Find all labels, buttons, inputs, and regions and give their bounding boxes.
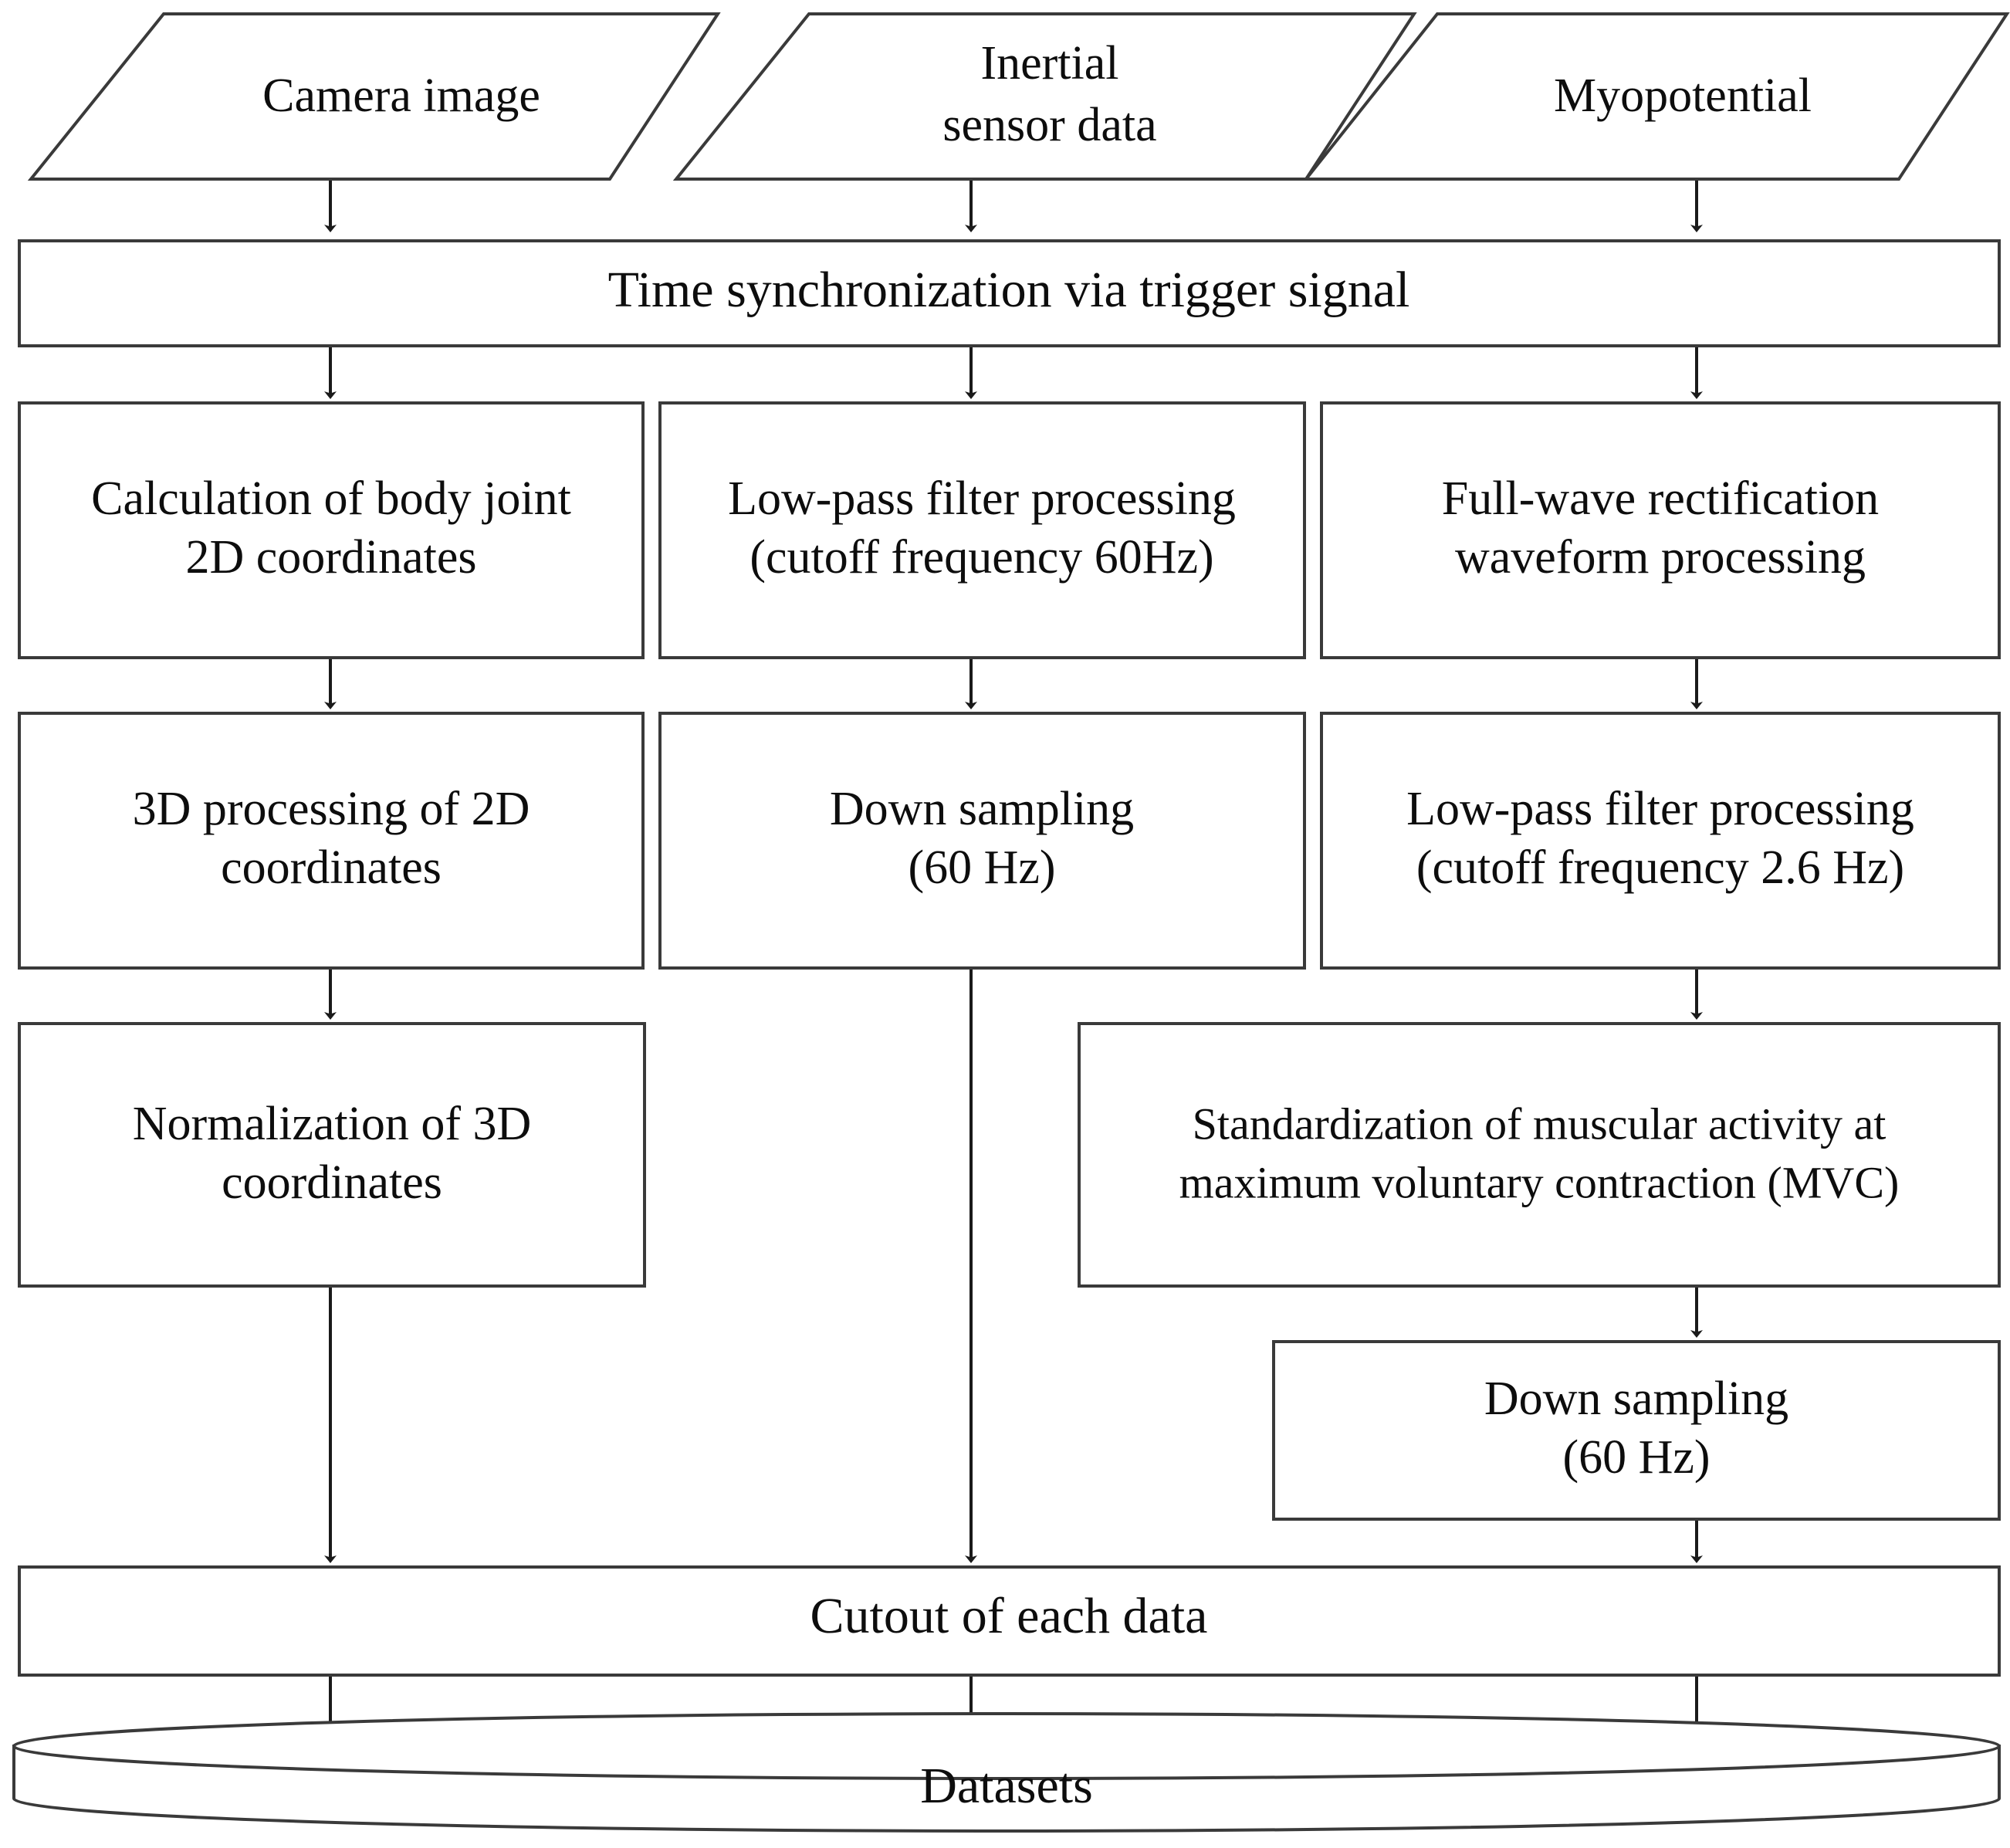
input-inertial-sensor-data[interactable]: Inertial sensor data xyxy=(672,12,1417,181)
rect-down-sampling-60hz-inertial xyxy=(658,712,1306,970)
cutout-each-data-label: Cutout of each data xyxy=(810,1588,1208,1644)
rect-normalization-3d xyxy=(18,1022,646,1288)
rect-full-wave-rectification xyxy=(1320,401,2001,659)
input-myopotential[interactable]: Myopotential xyxy=(1302,12,2010,181)
full-wave-rectification-label-line2: waveform processing xyxy=(1455,531,1866,584)
rect-down-sampling-60hz-myo xyxy=(1272,1340,2001,1521)
down-sampling-myo-label-line1: Down sampling xyxy=(1484,1372,1788,1425)
node-low-pass-filter-2-6hz[interactable]: Low-pass filter processing (cutoff frequ… xyxy=(1320,712,2001,970)
low-pass-filter-60hz-label-line2: (cutoff frequency 60Hz) xyxy=(750,531,1213,584)
node-3d-processing-2d[interactable]: 3D processing of 2D coordinates xyxy=(18,712,645,970)
full-wave-rectification-label-line1: Full-wave rectification xyxy=(1442,472,1879,525)
calculation-body-joint-2d-label-line1: Calculation of body joint xyxy=(91,472,571,525)
standardization-mvc-label-line2: maximum voluntary contraction (MVC) xyxy=(1179,1157,1900,1207)
rect-low-pass-filter-60hz xyxy=(658,401,1306,659)
node-calculation-body-joint-2d[interactable]: Calculation of body joint 2D coordinates xyxy=(18,401,645,659)
down-sampling-inertial-label-line2: (60 Hz) xyxy=(908,841,1055,894)
datasets-label: Datasets xyxy=(920,1758,1093,1814)
inertial-sensor-data-label-line2: sensor data xyxy=(942,99,1156,151)
calculation-body-joint-2d-label-line2: 2D coordinates xyxy=(185,531,476,584)
3d-processing-2d-label-line1: 3D processing of 2D xyxy=(133,783,530,835)
parallelogram-camera-image xyxy=(27,12,721,181)
node-full-wave-rectification[interactable]: Full-wave rectification waveform process… xyxy=(1320,401,2001,659)
rect-low-pass-filter-2-6hz xyxy=(1320,712,2001,970)
rect-time-synchronization xyxy=(18,239,2001,347)
input-camera-image[interactable]: Camera image xyxy=(27,12,721,181)
rect-cutout-each-data xyxy=(18,1565,2001,1677)
node-down-sampling-60hz-myo[interactable]: Down sampling (60 Hz) xyxy=(1272,1340,2001,1521)
node-cutout-each-data[interactable]: Cutout of each data xyxy=(18,1565,2001,1677)
down-sampling-inertial-label-line1: Down sampling xyxy=(830,783,1134,835)
standardization-mvc-label-line1: Standardization of muscular activity at xyxy=(1193,1098,1886,1149)
node-down-sampling-60hz-inertial[interactable]: Down sampling (60 Hz) xyxy=(658,712,1306,970)
time-synchronization-label: Time synchronization via trigger signal xyxy=(608,262,1410,318)
rect-calculation-body-joint-2d xyxy=(18,401,645,659)
rect-3d-processing-2d xyxy=(18,712,645,970)
low-pass-filter-60hz-label-line1: Low-pass filter processing xyxy=(728,472,1236,525)
node-datasets[interactable]: Datasets xyxy=(12,1712,2001,1833)
normalization-3d-label-line2: coordinates xyxy=(222,1156,442,1209)
myopotential-label: Myopotential xyxy=(1554,69,1812,122)
rect-standardization-mvc xyxy=(1078,1022,2001,1288)
low-pass-filter-2-6hz-label-line1: Low-pass filter processing xyxy=(1406,783,1914,835)
node-standardization-mvc[interactable]: Standardization of muscular activity at … xyxy=(1078,1022,2001,1288)
node-low-pass-filter-60hz[interactable]: Low-pass filter processing (cutoff frequ… xyxy=(658,401,1306,659)
low-pass-filter-2-6hz-label-line2: (cutoff frequency 2.6 Hz) xyxy=(1416,841,1904,894)
cylinder-top-datasets xyxy=(12,1712,2001,1780)
node-normalization-3d[interactable]: Normalization of 3D coordinates xyxy=(18,1022,646,1288)
3d-processing-2d-label-line2: coordinates xyxy=(221,841,442,894)
parallelogram-myopotential xyxy=(1302,12,2010,181)
down-sampling-myo-label-line2: (60 Hz) xyxy=(1562,1431,1710,1484)
normalization-3d-label-line1: Normalization of 3D xyxy=(133,1098,532,1150)
inertial-sensor-data-label-line1: Inertial xyxy=(980,37,1118,90)
node-time-synchronization[interactable]: Time synchronization via trigger signal xyxy=(18,239,2001,347)
camera-image-label: Camera image xyxy=(262,69,540,122)
